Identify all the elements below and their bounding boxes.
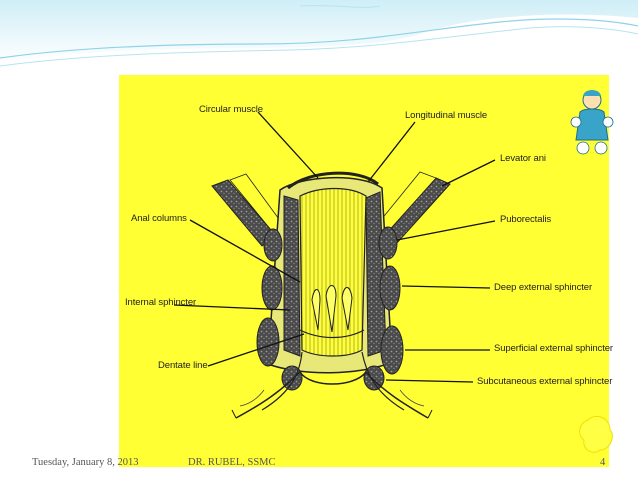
footer-author: DR. RUBEL, SSMC (188, 457, 276, 468)
page-number: 4 (600, 457, 606, 468)
label-puborectalis: Puborectalis (500, 214, 552, 225)
label-internal-sphincter: Internal sphincter (125, 297, 197, 308)
label-superficial-external-sphincter: Superficial external sphincter (494, 343, 613, 354)
label-deep-external-sphincter: Deep external sphincter (494, 282, 593, 293)
label-anal-columns: Anal columns (131, 213, 187, 224)
label-circular-muscle: Circular muscle (199, 104, 263, 115)
label-longitudinal-muscle: Longitudinal muscle (405, 110, 488, 121)
footer-date: Tuesday, January 8, 2013 (32, 457, 139, 468)
label-subcutaneous-external-sphincter: Subcutaneous external sphincter (477, 376, 613, 387)
label-dentate-line: Dentate line (158, 360, 208, 371)
label-levator-ani: Levator ani (500, 153, 546, 164)
doctor-figure-icon (570, 90, 614, 155)
yellow-splash-decoration (579, 415, 613, 453)
header-wave-decoration (0, 0, 638, 67)
